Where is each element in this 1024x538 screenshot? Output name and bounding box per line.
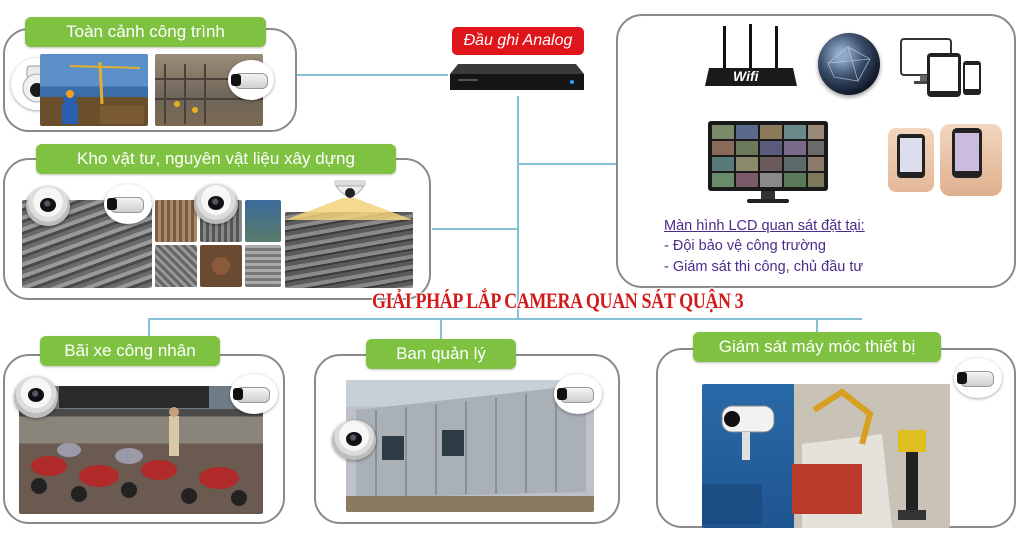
wifi-label: Wifi	[733, 68, 759, 84]
construction-site-photo-1	[40, 54, 148, 126]
warehouse-title-pill: Kho vật tư, nguyên vật liệu xây dựng	[36, 144, 396, 174]
tablet-icon	[926, 52, 962, 98]
phone-icon	[962, 60, 982, 96]
parking-title-pill: Bãi xe công nhân	[40, 336, 220, 366]
bullet-camera-icon-4	[554, 374, 602, 414]
connector-management	[440, 318, 442, 348]
machinery-photo	[702, 384, 950, 528]
parking-title: Bãi xe công nhân	[64, 341, 196, 360]
connector-vertical-main	[517, 96, 519, 320]
warehouse-title: Kho vật tư, nguyên vật liệu xây dựng	[77, 149, 355, 168]
rebar-photo-5	[155, 245, 197, 287]
connector-overview	[296, 74, 448, 76]
nvr-recorder-icon	[448, 62, 586, 94]
rebar-photo-6	[200, 245, 242, 287]
machinery-title-pill: Giám sát máy móc thiết bị	[693, 332, 941, 362]
overview-title-pill: Toàn cảnh công trình	[25, 17, 266, 47]
bullet-camera-icon	[228, 60, 274, 100]
hand-phone-photo-1	[888, 128, 934, 192]
management-title-pill: Ban quản lý	[366, 339, 516, 369]
rebar-photo-7	[245, 245, 281, 287]
parking-photo	[19, 386, 263, 514]
dome-camera-icon-4	[332, 420, 376, 460]
overview-title: Toàn cảnh công trình	[66, 22, 225, 41]
hand-phone-photo-2	[940, 124, 1002, 196]
dome-camera-icon-2	[194, 184, 238, 224]
connector-bottom-horizontal	[148, 318, 862, 320]
management-title: Ban quản lý	[396, 344, 486, 363]
wifi-router-icon: Wifi	[703, 24, 799, 92]
site-office-container-photo	[346, 380, 594, 512]
connector-to-monitor	[518, 163, 688, 165]
globe-icon	[818, 33, 880, 95]
nvr-label: Đầu ghi Analog	[463, 32, 573, 49]
dome-camera-icon-3	[14, 376, 58, 418]
machinery-title: Giám sát máy móc thiết bị	[718, 337, 916, 356]
ceiling-dome-camera-icon	[330, 180, 370, 204]
lcd-item-1: - Đội bảo vệ công trường	[664, 238, 826, 254]
lcd-heading: Màn hình LCD quan sát đặt tại:	[664, 218, 865, 234]
lcd-item-2: - Giám sát thi công, chủ đầu tư	[664, 259, 864, 275]
bullet-camera-icon-5	[954, 358, 1002, 398]
dome-camera-icon-1	[26, 186, 70, 226]
headline: GIẢI PHÁP LẮP CAMERA QUAN SÁT QUẬN 3	[372, 288, 744, 313]
bullet-camera-icon-2	[104, 184, 152, 224]
bullet-camera-icon-3	[230, 374, 278, 414]
rebar-photo-4	[245, 200, 281, 242]
rebar-photo-8	[285, 212, 413, 288]
rebar-photo-2	[155, 200, 197, 242]
camera-coverage-cone	[285, 198, 413, 220]
nvr-label-badge: Đầu ghi Analog	[452, 27, 584, 55]
connector-machinery	[816, 318, 818, 340]
connector-parking	[148, 318, 150, 342]
connector-warehouse	[432, 228, 518, 230]
lcd-screen-icon	[707, 120, 829, 206]
